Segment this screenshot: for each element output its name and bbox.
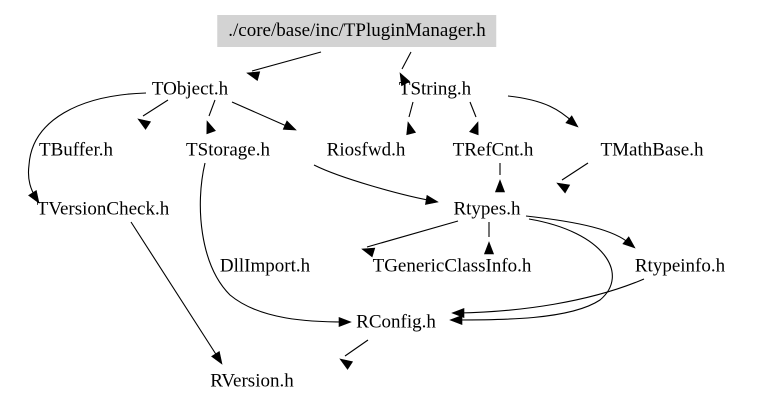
graph-arrowhead-rtypes-rtypeinfo — [622, 236, 636, 249]
graph-arrowhead-tmathbase-rtypes — [556, 182, 571, 194]
graph-node-tversion[interactable]: TVersionCheck.h — [36, 198, 170, 220]
graph-edge-riosfwd-rtypes — [313, 164, 434, 202]
graph-arrowhead-trefcnt-rtypes — [494, 179, 506, 193]
graph-edge-tobject-tbuffer — [142, 99, 169, 117]
graph-node-trefcnt[interactable]: TRefCnt.h — [452, 139, 534, 161]
graph-node-rtypeinfo[interactable]: Rtypeinfo.h — [634, 255, 726, 277]
graph-arrowhead-root-tstring — [399, 72, 411, 87]
graph-edge-tobject-riosfwd — [231, 101, 292, 129]
graph-node-tstorage[interactable]: TStorage.h — [186, 139, 270, 161]
graph-node-rtypes[interactable]: Rtypes.h — [453, 198, 521, 220]
graph-node-tmathbase[interactable]: TMathBase.h — [600, 139, 704, 161]
graph-arrowhead-root-tobject — [246, 71, 261, 82]
graph-arrowhead-tstorage-rconfig — [338, 316, 352, 328]
graph-node-tobject[interactable]: TObject.h — [151, 78, 229, 100]
graph-edge-rtypes-rconfig — [455, 218, 613, 321]
graph-arrowhead-rtypes-dllimport — [361, 247, 376, 258]
graph-node-tgeneric[interactable]: TGenericClassInfo.h — [372, 255, 532, 277]
graph-arrowhead-rtypes-tgeneric — [483, 241, 495, 255]
graph-node-rconfig[interactable]: RConfig.h — [356, 311, 436, 333]
graph-arrowhead-tstring-tmathbase — [565, 115, 579, 128]
graph-edge-tstring-tmathbase — [507, 95, 575, 124]
graph-node-tbuffer[interactable]: TBuffer.h — [38, 139, 114, 161]
graph-edge-tstorage-rconfig — [199, 162, 346, 323]
graph-arrowhead-tobject-tbuffer — [137, 118, 152, 130]
graph-node-root[interactable]: ./core/base/inc/TPluginManager.h — [217, 15, 497, 47]
graph-edge-root-tobject — [251, 51, 322, 72]
graph-edge-rtypeinfo-rconfig — [457, 278, 645, 314]
graph-edge-tobject-tstorage — [208, 99, 216, 117]
graph-edge-tobject-tversion — [27, 92, 147, 199]
graph-arrowhead-rtypes-rconfig — [449, 314, 463, 326]
graph-edge-rconfig-rversion — [344, 339, 369, 357]
graph-arrowhead-tobject-tversion — [28, 189, 40, 204]
graph-arrowhead-tversion-rversion — [211, 350, 223, 365]
graph-edge-rtypes-rtypeinfo — [525, 215, 631, 245]
graph-edge-rtypes-dllimport — [366, 220, 459, 248]
graph-node-riosfwd[interactable]: Riosfwd.h — [326, 139, 406, 161]
graph-arrowhead-tobject-tstorage — [206, 120, 216, 135]
graph-edge-root-tstring — [401, 51, 412, 70]
graph-node-dllimport[interactable]: DllImport.h — [219, 255, 311, 277]
graph-edge-tstring-trefcnt — [469, 101, 477, 118]
graph-node-tstring[interactable]: TString.h — [398, 78, 472, 100]
graph-node-rversion[interactable]: RVersion.h — [210, 370, 294, 392]
graph-edge-tversion-rversion — [130, 221, 220, 360]
graph-edge-tstring-riosfwd — [408, 101, 414, 118]
graph-arrowhead-riosfwd-rtypes — [425, 194, 439, 205]
graph-edge-tmathbase-rtypes — [561, 162, 589, 181]
graph-arrowhead-tstring-riosfwd — [406, 121, 417, 136]
graph-arrowhead-tstring-trefcnt — [469, 121, 479, 136]
graph-arrowhead-rtypeinfo-rconfig — [451, 307, 465, 319]
graph-arrowhead-rconfig-rversion — [339, 358, 354, 370]
graph-arrowhead-tobject-riosfwd — [282, 120, 297, 131]
